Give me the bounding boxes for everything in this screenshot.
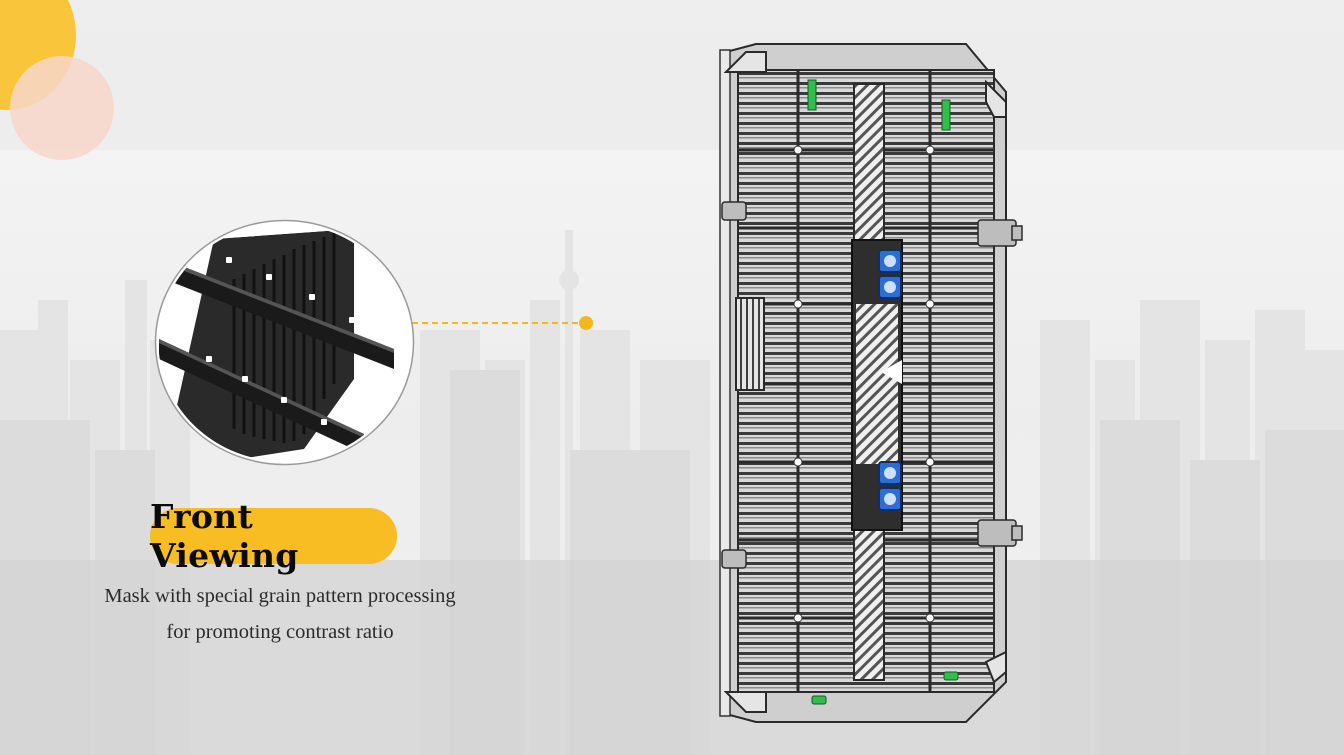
feature-title-badge: Front Viewing [150,497,397,575]
decorative-pink-circle [10,56,114,160]
description-line-2: for promoting contrast ratio [166,621,394,643]
led-cabinet-rear-image [719,43,1023,723]
description-line-1: Mask with special grain pattern processi… [104,585,456,607]
feature-title: Front Viewing [150,497,299,575]
feature-description: Mask with special grain pattern processi… [60,578,500,650]
mask-grain-detail-image [154,219,415,466]
